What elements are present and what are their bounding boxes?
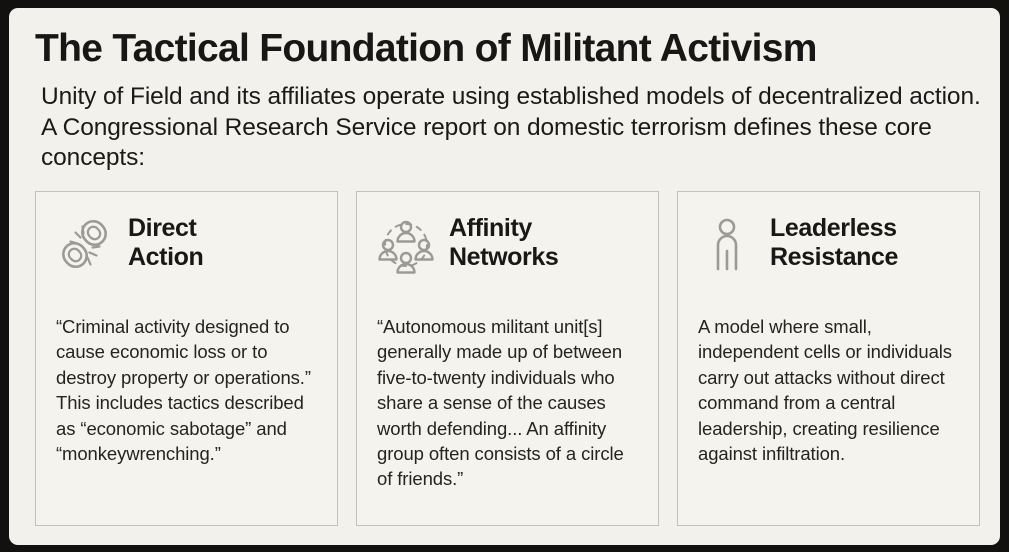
card-title-line2: Action bbox=[128, 243, 204, 271]
card-header: Direct Action bbox=[56, 212, 317, 296]
affinity-network-people-icon bbox=[377, 214, 435, 276]
card-body-text: “Criminal activity designed to cause eco… bbox=[56, 316, 311, 465]
card-body-text: “Autonomous militant unit[s] generally m… bbox=[377, 316, 624, 490]
card-title-line2: Resistance bbox=[770, 243, 899, 271]
concept-card-direct-action: Direct Action “Criminal activity designe… bbox=[35, 191, 338, 526]
card-title: Affinity Networks bbox=[449, 212, 559, 272]
page-title: The Tactical Foundation of Militant Acti… bbox=[35, 27, 817, 70]
card-title-line2: Networks bbox=[449, 243, 559, 271]
card-title-line1: Direct bbox=[128, 214, 197, 242]
standing-person-icon bbox=[698, 214, 756, 276]
slide-canvas: The Tactical Foundation of Militant Acti… bbox=[9, 8, 1000, 545]
broken-chain-link-icon bbox=[56, 214, 114, 276]
concept-card-leaderless-resistance: Leaderless Resistance A model where smal… bbox=[677, 191, 980, 526]
card-title: Leaderless Resistance bbox=[770, 212, 898, 272]
card-header: Affinity Networks bbox=[377, 212, 638, 296]
card-title: Direct Action bbox=[128, 212, 204, 272]
page-intro-paragraph: Unity of Field and its affiliates operat… bbox=[41, 83, 981, 171]
card-title-line1: Affinity bbox=[449, 214, 532, 242]
concept-card-row: Direct Action “Criminal activity designe… bbox=[35, 191, 980, 526]
card-body-text: A model where small, independent cells o… bbox=[698, 316, 952, 465]
concept-card-affinity-networks: Affinity Networks “Autonomous militant u… bbox=[356, 191, 659, 526]
card-title-line1: Leaderless bbox=[770, 214, 897, 242]
card-header: Leaderless Resistance bbox=[698, 212, 959, 296]
